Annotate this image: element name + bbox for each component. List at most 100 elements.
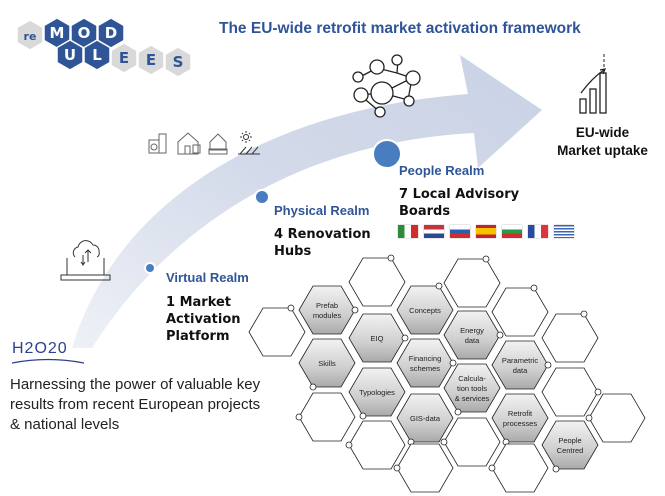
logo-letter: S <box>173 53 184 71</box>
market-uptake-label: EU-wide Market uptake <box>540 124 665 160</box>
desc-line: Hubs <box>274 244 312 259</box>
connector-circle <box>449 359 457 367</box>
hexagon-calcula-tion-tools-services: Calcula-tion tools& services <box>443 363 501 416</box>
desc-line: Boards <box>399 204 451 219</box>
logo-letter: re <box>24 30 37 43</box>
logo-hexagon <box>16 19 44 51</box>
people-network-icon <box>352 54 421 118</box>
connector-circle <box>454 408 462 416</box>
logo-hexagon <box>137 44 165 76</box>
connector-circle <box>530 284 538 292</box>
heat-pump-icon <box>148 133 167 154</box>
connector-circle <box>435 282 443 290</box>
hexagon-gis-data: GIS-data <box>396 393 454 446</box>
hexagon-label: EIQ <box>371 334 384 343</box>
virtual-realm-label: Virtual Realm <box>166 270 249 285</box>
empty-hexagon <box>348 254 406 307</box>
logo-letter: E <box>119 49 129 67</box>
empty-hexagon <box>295 392 356 442</box>
connector-circle <box>309 383 317 391</box>
connector-circle <box>482 255 490 263</box>
spain-flag <box>476 225 496 238</box>
connector-circle <box>544 361 552 369</box>
h2020-logo: H2O20 <box>12 340 84 364</box>
connector-circle <box>287 304 295 312</box>
connector-circle <box>351 306 359 314</box>
house-insulation-icon <box>208 133 228 155</box>
progress-arrow <box>72 55 542 348</box>
logo-letter: O <box>78 24 91 42</box>
logo-hexagon <box>97 17 125 49</box>
virtual-realm-desc: 1 Market Activation Platform <box>166 294 241 345</box>
hexagon-eiq: EIQ <box>348 313 409 363</box>
connector-circle <box>401 334 409 342</box>
empty-hexagon <box>345 420 406 470</box>
connector-circle <box>359 412 367 420</box>
hexagon-label: Calcula-tion tools& services <box>455 374 490 403</box>
desc-line: 4 Renovation <box>274 227 371 242</box>
page-title: The EU-wide retrofit market activation f… <box>219 20 581 37</box>
italy-flag <box>398 225 418 238</box>
people-realm-desc: 7 Local Advisory Boards <box>399 186 519 220</box>
connector-circle <box>345 441 353 449</box>
desc-line: 7 Local Advisory <box>399 187 520 202</box>
hexagon-label: Skills <box>318 359 336 368</box>
house-heatpump-icon <box>177 132 201 155</box>
hexagon-concepts: Concepts <box>396 282 454 335</box>
hexagon-skills: Skills <box>298 338 356 391</box>
empty-hexagon <box>491 284 549 337</box>
desc-line: Activation <box>166 312 241 327</box>
physical-realm-dot <box>254 189 270 205</box>
people-realm-dot <box>372 139 402 169</box>
h2020-description: Harnessing the power of valuable key res… <box>10 376 261 433</box>
connector-circle <box>488 464 496 472</box>
empty-hexagon <box>488 443 549 493</box>
empty-hexagon <box>585 393 646 443</box>
logo-letter: M <box>50 24 65 42</box>
connector-circle <box>393 464 401 472</box>
physical-realm-desc: 4 Renovation Hubs <box>274 226 371 260</box>
logo-hexagon <box>56 39 84 71</box>
empty-hexagon <box>541 367 602 417</box>
connector-circle <box>594 388 602 396</box>
h2020-swoosh <box>12 358 84 364</box>
desc-line: 1 Market <box>166 295 232 310</box>
bulgaria-flag <box>502 225 522 238</box>
virtual-realm-dot <box>144 262 156 274</box>
empty-hexagon <box>541 310 599 363</box>
slovenia-flag <box>450 225 470 238</box>
empty-hexagon <box>248 304 306 357</box>
connector-circle <box>295 413 303 421</box>
growth-chart-icon <box>579 54 607 114</box>
h2020-logo-text: H2O20 <box>12 340 68 357</box>
cloud-laptop-icon <box>60 240 111 281</box>
logo-letter: D <box>105 24 117 42</box>
connector-circle <box>496 331 504 339</box>
logo-letter: L <box>92 46 102 64</box>
people-realm-label: People Realm <box>399 163 485 178</box>
connector-circle <box>552 465 560 473</box>
physical-realm-label: Physical Realm <box>274 203 370 218</box>
connector-circle <box>440 438 448 446</box>
logo-hexagon <box>83 39 111 71</box>
connector-circle <box>585 414 593 422</box>
empty-hexagon <box>393 443 454 493</box>
connector-circle <box>580 310 588 318</box>
logo-hexagon <box>110 42 138 74</box>
uptake-line: EU-wide <box>575 125 630 140</box>
connector-circle <box>387 254 395 262</box>
netherlands-flag <box>424 225 444 238</box>
